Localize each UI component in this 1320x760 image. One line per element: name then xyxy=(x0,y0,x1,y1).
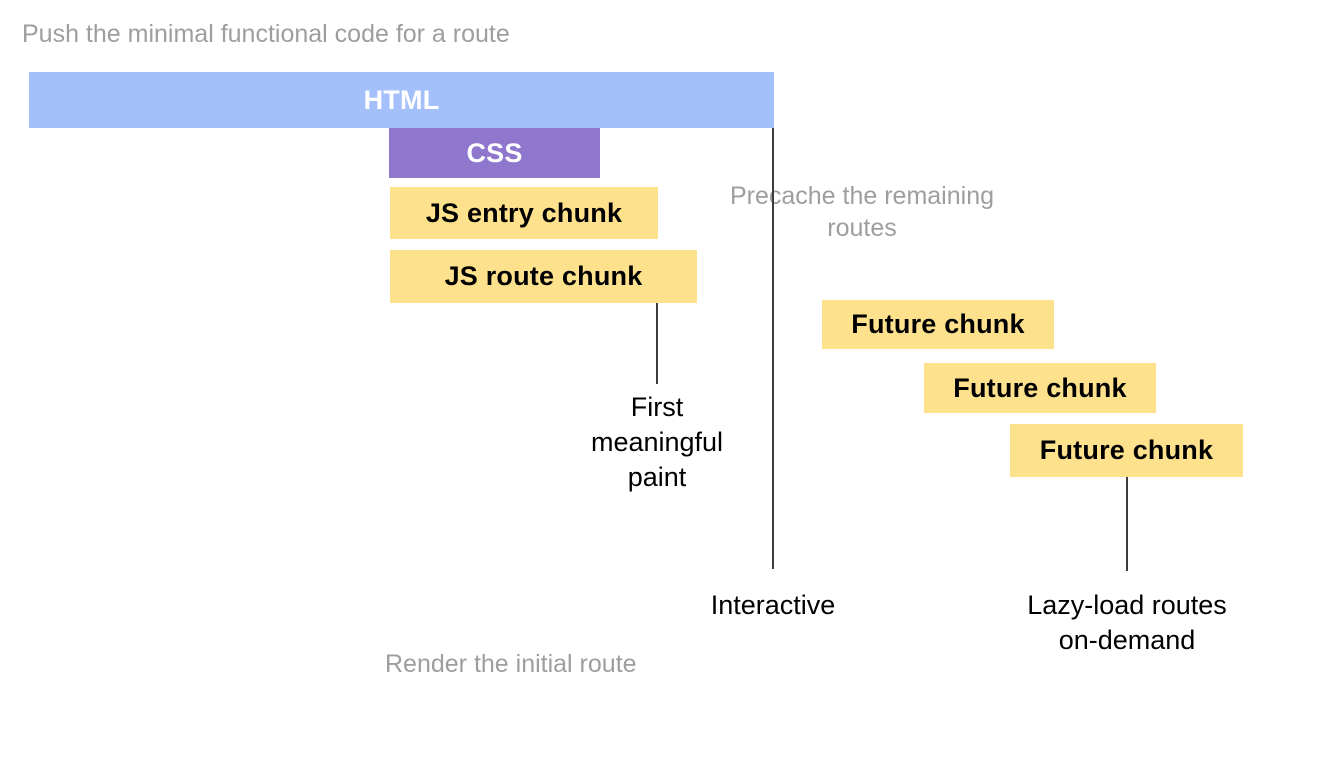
milestone-first-meaningful-paint: First meaningful paint xyxy=(590,392,724,493)
bar-future-chunk-2: Future chunk xyxy=(924,363,1156,413)
caption-render-initial-route: Render the initial route xyxy=(385,650,637,678)
milestone-interactive: Interactive xyxy=(710,590,836,620)
connector-line-lazy-load xyxy=(1126,477,1128,571)
bar-css: CSS xyxy=(389,128,600,178)
bar-css-label: CSS xyxy=(466,137,523,168)
bar-html-label: HTML xyxy=(363,84,440,115)
bar-js-route-chunk-label: JS route chunk xyxy=(444,261,643,291)
bar-future-chunk-1: Future chunk xyxy=(822,300,1054,349)
caption-push-minimal-code: Push the minimal functional code for a r… xyxy=(22,20,510,48)
connector-line-interactive xyxy=(772,128,774,569)
caption-precache-remaining-routes: Precache the remaining routes xyxy=(729,182,995,242)
bar-html: HTML xyxy=(29,72,774,128)
bar-js-entry-chunk-label: JS entry chunk xyxy=(425,197,623,228)
connector-line-first-meaningful-paint xyxy=(656,303,658,384)
bar-future-chunk-2-label: Future chunk xyxy=(953,372,1127,403)
bar-future-chunk-1-label: Future chunk xyxy=(851,309,1025,339)
bar-future-chunk-3: Future chunk xyxy=(1010,424,1243,477)
bar-js-route-chunk: JS route chunk xyxy=(390,250,697,303)
milestone-lazy-load-routes: Lazy-load routes on-demand xyxy=(1027,590,1227,656)
bar-future-chunk-3-label: Future chunk xyxy=(1039,435,1214,465)
bar-js-entry-chunk: JS entry chunk xyxy=(390,187,658,239)
